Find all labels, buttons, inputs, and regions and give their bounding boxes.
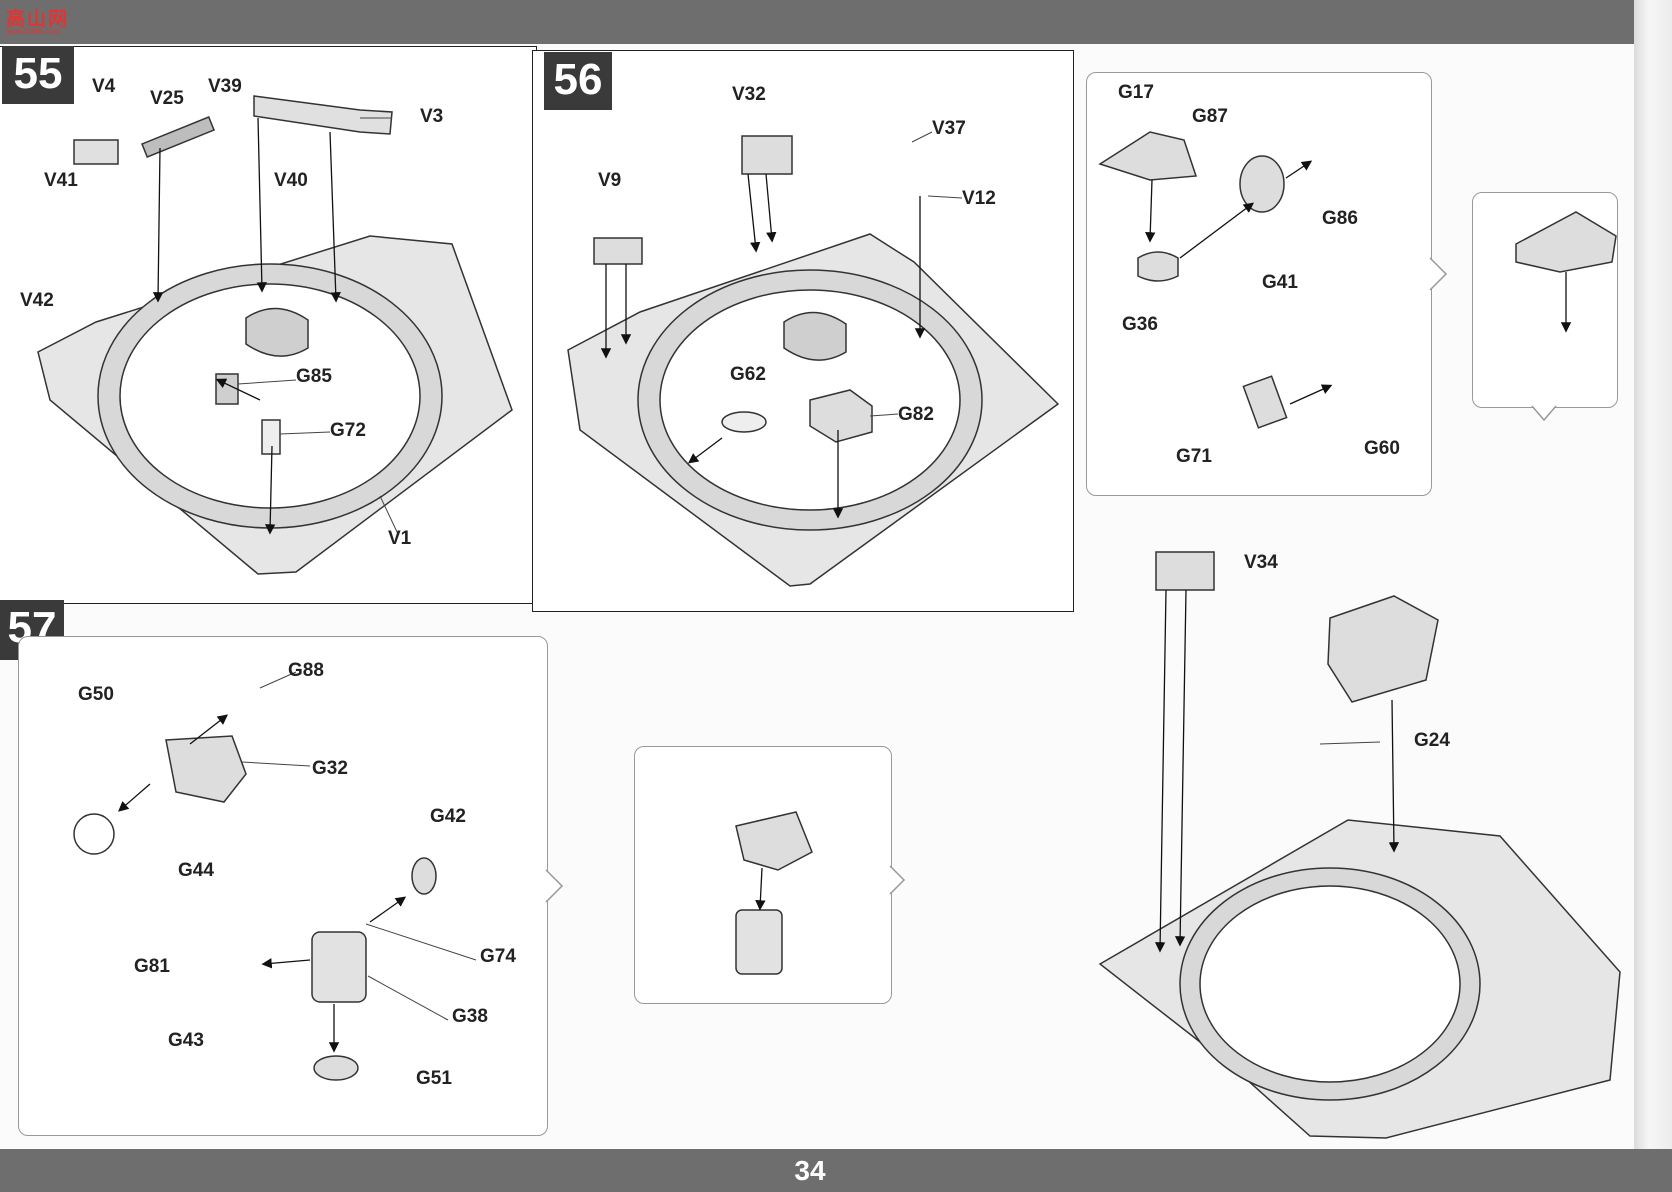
step-57-result <box>735 811 813 871</box>
label-g86: G86 <box>1322 208 1358 229</box>
label-g32: G32 <box>312 758 348 779</box>
label-g60: G60 <box>1364 438 1400 459</box>
part-g41 <box>1239 155 1285 213</box>
label-g43: G43 <box>168 1030 204 1051</box>
part-g62 <box>721 411 767 433</box>
label-g51: G51 <box>416 1068 452 1089</box>
label-g36: G36 <box>1122 314 1158 335</box>
label-v12: V12 <box>962 188 996 209</box>
watermark-url: www.5466.com <box>6 27 61 36</box>
part-v25 <box>141 116 215 158</box>
part-g42 <box>411 857 437 895</box>
label-g88: G88 <box>288 660 324 681</box>
top-band <box>0 0 1672 44</box>
label-v40: V40 <box>274 170 308 191</box>
part-g72 <box>261 419 281 455</box>
part-g32 <box>165 735 247 803</box>
part-g17 <box>1098 131 1198 181</box>
part-g38 <box>311 931 367 1003</box>
part-v4 <box>73 139 119 165</box>
label-v32: V32 <box>732 84 766 105</box>
label-g38: G38 <box>452 1006 488 1027</box>
label-v3: V3 <box>420 106 444 127</box>
label-g62: G62 <box>730 364 766 385</box>
step-55-number: 55 <box>2 46 74 104</box>
label-g41: G41 <box>1262 272 1298 293</box>
part-g85 <box>215 373 239 405</box>
part-g36 <box>1137 251 1179 282</box>
label-g81: G81 <box>134 956 170 977</box>
label-g42: G42 <box>430 806 466 827</box>
upper-right-result <box>1515 211 1617 273</box>
page-binding-edge <box>1634 0 1672 1192</box>
label-g71: G71 <box>1176 446 1212 467</box>
watermark-logo: 高山网 www.5466.com <box>6 4 70 38</box>
step-56-number: 56 <box>544 52 612 110</box>
label-v37: V37 <box>932 118 966 139</box>
part-v3 <box>253 95 393 135</box>
part-g82 <box>809 389 873 443</box>
label-g72: G72 <box>330 420 366 441</box>
label-v4: V4 <box>92 76 116 97</box>
label-g82: G82 <box>898 404 934 425</box>
watermark-logo-text: 高山网 <box>6 9 70 30</box>
label-g17: G17 <box>1118 82 1154 103</box>
part-v32 <box>741 135 793 175</box>
label-g24: G24 <box>1414 730 1450 751</box>
label-g87: G87 <box>1192 106 1228 127</box>
label-v9: V9 <box>598 170 622 191</box>
label-g74: G74 <box>480 946 516 967</box>
label-v42: V42 <box>20 290 54 311</box>
label-v34: V34 <box>1244 552 1278 573</box>
label-v25: V25 <box>150 88 184 109</box>
part-v9 <box>593 237 643 265</box>
label-g85: G85 <box>296 366 332 387</box>
part-v34 <box>1155 551 1215 591</box>
label-v1: V1 <box>388 528 412 549</box>
label-g50: G50 <box>78 684 114 705</box>
label-v39: V39 <box>208 76 242 97</box>
label-g44: G44 <box>178 860 214 881</box>
part-g71 <box>1242 375 1288 429</box>
page-number: 34 <box>794 1155 826 1186</box>
part-g24 <box>1327 595 1439 703</box>
part-g44 <box>73 813 115 855</box>
bottom-band <box>0 1149 1672 1192</box>
part-g43 <box>313 1055 359 1081</box>
label-v41: V41 <box>44 170 78 191</box>
